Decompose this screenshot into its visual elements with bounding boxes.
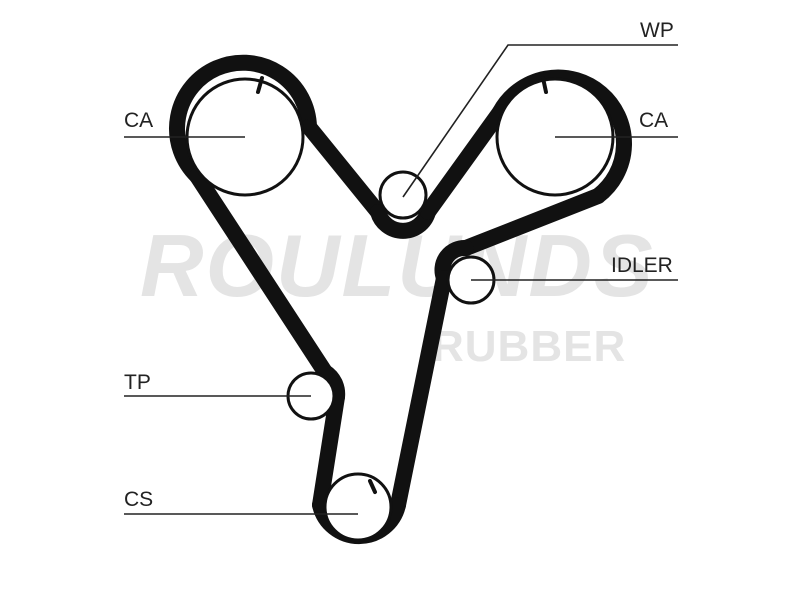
timing-mark-ca-left (256, 76, 264, 94)
leader-wp (402, 44, 678, 198)
belt-segment-ca-idler (458, 188, 606, 256)
label-idler: IDLER (611, 254, 673, 277)
belt-segment-idler-cs (390, 270, 452, 513)
label-cs: CS (124, 488, 154, 511)
pulley-cs (323, 472, 393, 542)
belt-segment-tp-ca (189, 168, 333, 380)
timing-marks (256, 76, 548, 494)
belt-segment-cs-tp (312, 389, 345, 513)
watermark-sub: RUBBER (432, 322, 627, 371)
timing-mark-ca-right (541, 76, 548, 94)
belt-segment-wp-ca (420, 104, 508, 220)
belt-segment-wp (370, 204, 436, 239)
label-tp: TP (124, 371, 151, 394)
label-ca-right: CA (639, 109, 669, 132)
timing-mark-cs (368, 479, 377, 494)
pulley-wp (378, 170, 428, 220)
leader-lines (124, 44, 678, 515)
belt (169, 54, 632, 545)
label-wp: WP (640, 19, 674, 42)
belt-segment-ca-wp (301, 119, 386, 220)
belt-segment-ca-left (169, 54, 317, 184)
label-ca-left: CA (124, 109, 154, 132)
